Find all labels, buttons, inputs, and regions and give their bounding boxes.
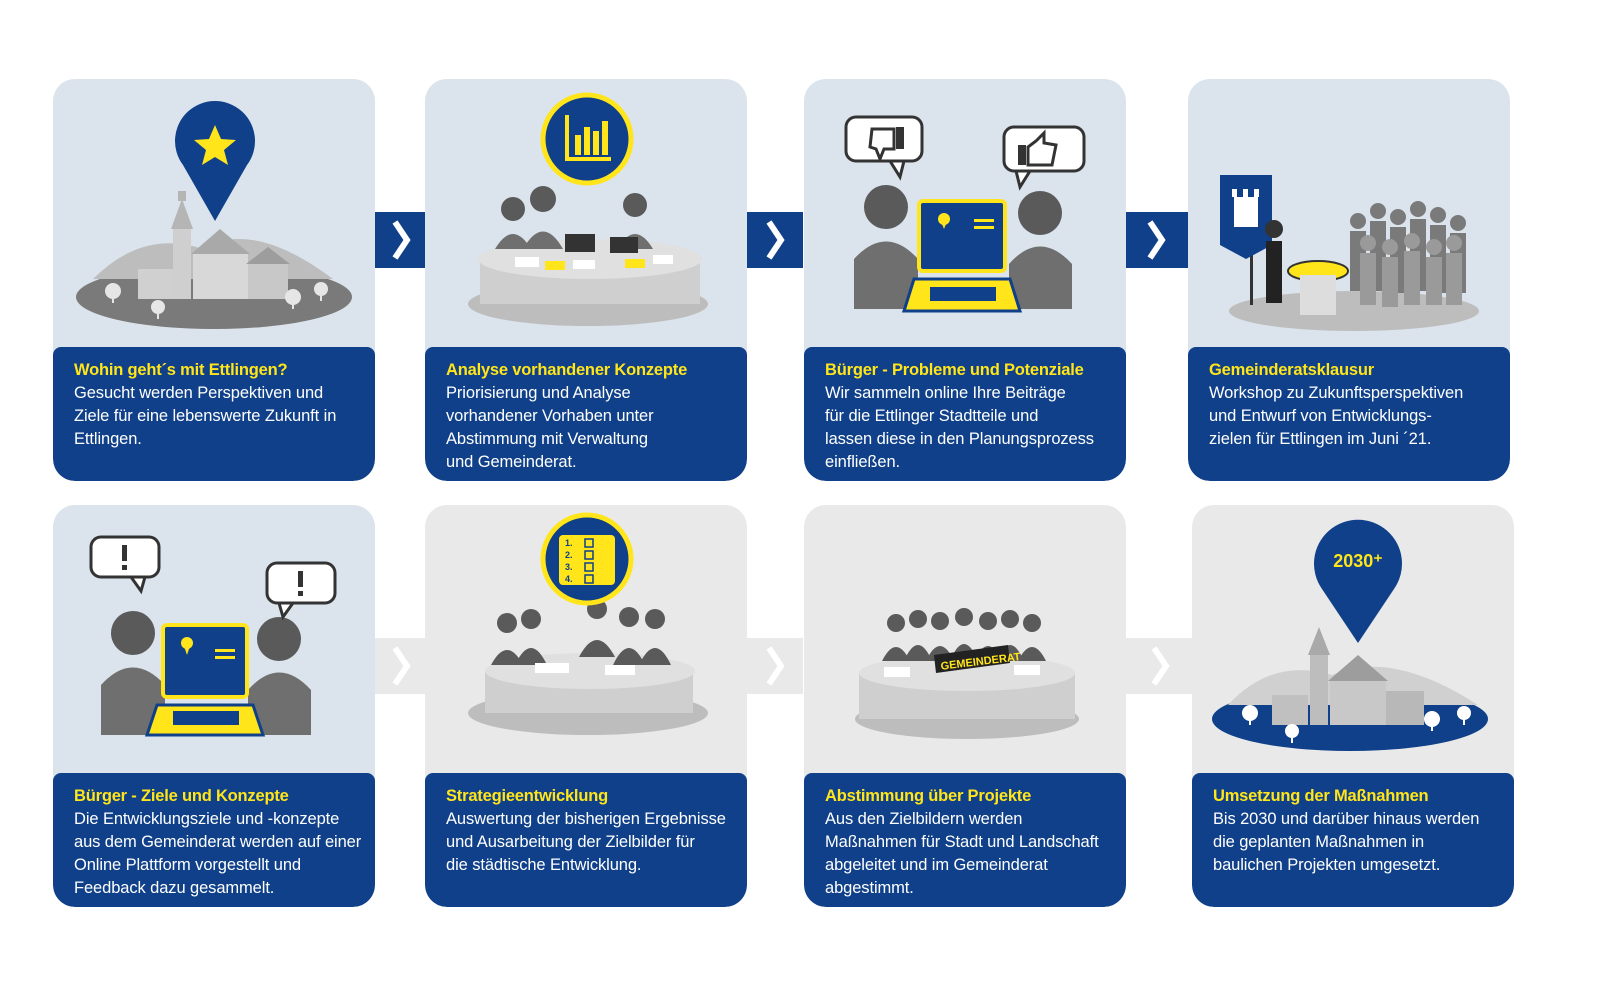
text-box: Umsetzung der Maßnahmen Bis 2030 und dar… [1192,773,1514,907]
card-title: Gemeinderatsklausur [1209,361,1374,379]
town-illustration [76,101,352,329]
year-location-pin-icon: 2030⁺ [1314,519,1402,643]
checklist-item-number: 3. [565,562,573,572]
checklist-item-number: 4. [565,574,573,584]
council-vote-illustration: GEMEINDERAT [855,608,1079,739]
thumbs-up-icon [1002,125,1086,191]
chevron-right-icon [375,212,425,268]
bar-chart-icon [540,92,634,186]
chevron-right-icon [1126,212,1188,268]
text-box: Strategieentwicklung Auswertung der bish… [425,773,747,907]
card-body: Gesucht werden Perspektiven und Ziele fü… [74,384,337,448]
card-title: Analyse vorhandener Konzepte [446,361,688,379]
citizens-laptop-illustration [89,535,337,737]
card-title: Umsetzung der Maßnahmen [1213,787,1429,805]
step-card-ettlingen-future: Wohin geht´s mit Ettlingen? Gesucht werd… [53,79,375,481]
thumbs-down-icon [844,115,924,181]
laptop-icon [144,623,266,737]
exclamation-bubble-icon [265,561,337,621]
text-box: Bürger - Probleme und Potenziale Wir sam… [804,347,1126,481]
checklist-item-number: 1. [565,538,573,548]
step-card-citizen-goals: Bürger - Ziele und Konzepte Die Entwickl… [53,505,375,907]
star-location-pin-icon [175,101,256,221]
chevron-right-icon [747,638,803,694]
step-card-citizen-problems: Bürger - Probleme und Potenziale Wir sam… [804,79,1126,481]
card-title: Strategieentwicklung [446,787,608,805]
step-card-implementation: 2030⁺ Umsetzung der Maßnahmen Bis 2030 u… [1192,505,1514,907]
text-box: Wohin geht´s mit Ettlingen? Gesucht werd… [53,347,375,481]
card-body: Priorisierung und Analyse vorhandener Vo… [446,384,654,471]
step-card-analysis: Analyse vorhandener Konzepte Priorisieru… [425,79,747,481]
text-box: Bürger - Ziele und Konzepte Die Entwickl… [53,773,375,907]
citizens-laptop-illustration [844,115,1086,313]
card-title: Wohin geht´s mit Ettlingen? [74,361,288,379]
city-flag-icon [1220,175,1272,305]
card-body: Wir sammeln online Ihre Beiträge für die… [825,384,1094,471]
council-group-illustration [1220,175,1479,331]
checklist-icon: 1. 2. 3. 4. [540,512,634,606]
step-card-strategy: 1. 2. 3. 4. Strategieentwicklung Auswert… [425,505,747,907]
text-box: Gemeinderatsklausur Workshop zu Zukunfts… [1188,347,1510,481]
card-title: Bürger - Probleme und Potenziale [825,361,1084,379]
checklist-item-number: 2. [565,550,573,560]
laptop-icon [901,199,1023,313]
year-pin-label: 2030⁺ [1333,551,1383,571]
card-body: Aus den Zielbildern werden Maßnahmen für… [825,810,1099,897]
step-card-project-vote: GEMEINDERAT Abstimmung über Projekte Aus… [804,505,1126,907]
exclamation-bubble-icon [89,535,161,595]
card-title: Bürger - Ziele und Konzepte [74,787,289,805]
chevron-right-icon [375,638,425,694]
card-body: Auswertung der bisherigen Ergebnisse und… [446,810,726,874]
card-title: Abstimmung über Projekte [825,787,1032,805]
card-body: Bis 2030 und darüber hinaus werden die g… [1213,810,1480,874]
card-body: Die Entwicklungsziele und -konzepte aus … [74,810,362,897]
strategy-meeting-illustration: 1. 2. 3. 4. [468,512,708,735]
text-box: Abstimmung über Projekte Aus den Zielbil… [804,773,1126,907]
text-box: Analyse vorhandener Konzepte Priorisieru… [425,347,747,481]
chevron-right-icon [1126,638,1192,694]
step-card-council-retreat: Gemeinderatsklausur Workshop zu Zukunfts… [1188,79,1510,481]
future-town-illustration: 2030⁺ [1212,519,1488,751]
meeting-table-illustration [468,92,708,326]
card-body: Workshop zu Zukunftsperspektiven und Ent… [1209,384,1464,448]
chevron-right-icon [747,212,803,268]
